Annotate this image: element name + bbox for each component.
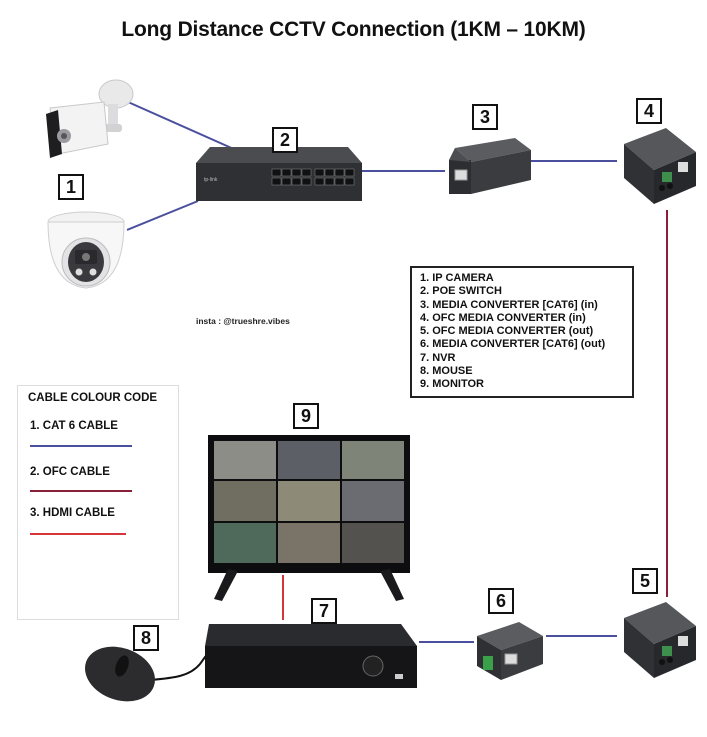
legend-item: 8. MOUSE — [420, 365, 473, 378]
legend-item: 1. IP CAMERA — [420, 272, 494, 284]
cable-code-heading: CABLE COLOUR CODE — [28, 392, 158, 404]
cable-swatch-ofc — [30, 490, 132, 492]
watermark: insta : @trueshre.vibes — [196, 316, 290, 326]
label-6: 6 — [488, 588, 514, 614]
legend-item: 6. MEDIA CONVERTER [CAT6] (out) — [420, 338, 606, 351]
mouse-icon — [85, 646, 155, 702]
nvr-icon — [205, 624, 417, 688]
legend-item: 3. MEDIA CONVERTER [CAT6] (in) — [420, 298, 598, 311]
legend-item: 2. POE SWITCH — [420, 285, 502, 298]
media-converter-in-icon — [449, 138, 531, 194]
diagram-title: Long Distance CCTV Connection (1KM – 10K… — [121, 18, 586, 41]
label-1: 1 — [58, 174, 84, 200]
cable-label-ofc: 2. OFC CABLE — [30, 466, 110, 478]
wire-bullet-to-switch — [127, 101, 237, 151]
ofc-converter-in-icon — [624, 128, 696, 204]
label-2: 2 — [272, 127, 298, 153]
bullet-camera-icon — [46, 79, 134, 158]
svg-text:tp-link: tp-link — [204, 177, 218, 183]
label-5: 5 — [632, 568, 658, 594]
wire-dome-to-switch — [126, 200, 199, 231]
media-converter-out-icon — [477, 622, 543, 680]
label-8: 8 — [133, 625, 159, 651]
cable-swatch-hdmi — [30, 533, 126, 535]
label-3: 3 — [472, 104, 498, 130]
device-legend: 1. IP CAMERA 2. POE SWITCH 3. MEDIA CONV… — [410, 266, 634, 398]
label-9: 9 — [293, 403, 319, 429]
cable-swatch-cat6 — [30, 445, 132, 447]
ofc-converter-out-icon — [624, 602, 696, 678]
dome-camera-icon — [47, 211, 125, 289]
label-7: 7 — [311, 598, 337, 624]
label-4: 4 — [636, 98, 662, 124]
legend-item: 7. NVR — [420, 351, 456, 364]
camera-feeds — [214, 441, 404, 563]
legend-item: 5. OFC MEDIA CONVERTER (out) — [420, 325, 594, 338]
cable-colour-code: CABLE COLOUR CODE 1. CAT 6 CABLE 2. OFC … — [17, 385, 179, 620]
wire-mouse-cable — [149, 649, 213, 681]
monitor-icon — [208, 435, 410, 601]
cable-label-hdmi: 3. HDMI CABLE — [30, 507, 115, 519]
poe-switch-icon: tp-link — [196, 147, 362, 201]
cable-label-cat6: 1. CAT 6 CABLE — [30, 420, 118, 432]
legend-item: 4. OFC MEDIA CONVERTER (in) — [420, 311, 586, 324]
legend-item: 9. MONITOR — [420, 378, 484, 391]
